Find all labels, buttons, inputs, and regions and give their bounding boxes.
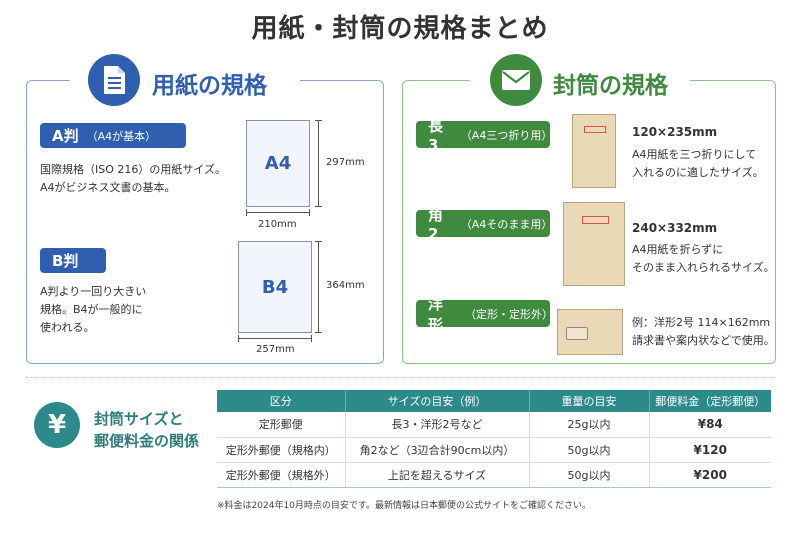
col-category: 区分 <box>217 390 346 412</box>
table-row: 定形外郵便（規格外） 上記を超えるサイズ 50g以内 ¥200 <box>217 462 771 488</box>
table-row: 定形外郵便（規格内） 角2など（3辺合計90cm以内） 50g以内 ¥120 <box>217 437 771 463</box>
a-size-label: A判 <box>52 127 79 145</box>
table-row: 定形郵便 長3・洋形2号など 25g以内 ¥84 <box>217 412 771 438</box>
a-size-desc: 国際規格（ISO 216）の用紙サイズ。 A4がビジネス文書の基本。 <box>40 163 227 194</box>
paper-header: 用紙の規格 <box>152 73 267 99</box>
b4-width: 257mm <box>256 344 295 355</box>
postal-code-box <box>582 216 609 224</box>
b-size-label: B判 <box>52 252 79 270</box>
yen-icon: ¥ <box>34 402 80 448</box>
col-price: 郵便料金（定形郵便） <box>649 390 771 412</box>
naga3-pill: 長3 （A4三つ折り用） <box>416 117 553 154</box>
naga3-desc: A4用紙を三つ折りにして 入れるのに適したサイズ。 <box>632 148 764 179</box>
yokei-label: 洋形 <box>428 294 444 334</box>
yokei-desc: 例：洋形2号 114×162mm 請求書や案内状などで使用。 <box>632 316 775 347</box>
table-header-row: 区分 サイズの目安（例） 重量の目安 郵便料金（定形郵便） <box>217 390 771 412</box>
kaku2-pill: 角2 （A4そのまま用） <box>416 206 553 243</box>
section-divider <box>26 377 776 378</box>
kaku2-label: 角2 <box>428 206 444 243</box>
col-size: サイズの目安（例） <box>345 390 530 412</box>
yokei-pill: 洋形 （定形・定形外） <box>416 295 553 334</box>
a4-width: 210mm <box>258 219 297 230</box>
b-size-pill: B判 <box>40 248 106 273</box>
kaku2-envelope <box>563 202 625 286</box>
b4-sheet: B4 <box>238 241 312 333</box>
naga3-label: 長3 <box>428 117 444 154</box>
kaku2-size: 240×332mm <box>632 221 718 235</box>
b4-height: 364mm <box>326 280 365 291</box>
envelope-header: 封筒の規格 <box>553 73 668 99</box>
postal-code-box <box>584 126 606 133</box>
envelope-icon <box>490 54 542 106</box>
page-title: 用紙・封筒の規格まとめ <box>251 14 549 44</box>
naga3-sub: （A4三つ折り用） <box>460 128 553 142</box>
a4-sheet: A4 <box>246 120 310 207</box>
b-size-desc: A判より一回り大きい 規格。B4が一般的に 使われる。 <box>40 285 147 334</box>
yokei-envelope <box>557 309 623 355</box>
naga3-size: 120×235mm <box>632 125 718 139</box>
kaku2-sub: （A4そのまま用） <box>460 217 553 231</box>
col-weight: 重量の目安 <box>529 390 650 412</box>
footnote: ※料金は2024年10月時点の目安です。最新情報は日本郵便の公式サイトをご確認く… <box>217 501 591 511</box>
postage-table: 区分 サイズの目安（例） 重量の目安 郵便料金（定形郵便） 定形郵便 長3・洋形… <box>217 390 771 488</box>
a-size-sub: （A4が基本） <box>86 129 157 143</box>
kaku2-desc: A4用紙を折らずに そのまま入れられるサイズ。 <box>632 243 775 274</box>
a-size-pill: A判 （A4が基本） <box>40 123 186 148</box>
address-window <box>566 327 588 340</box>
a4-height: 297mm <box>326 157 365 168</box>
yokei-sub: （定形・定形外） <box>465 307 553 321</box>
document-icon <box>88 54 140 106</box>
rates-title: 封筒サイズと 郵便料金の関係 <box>94 410 200 450</box>
